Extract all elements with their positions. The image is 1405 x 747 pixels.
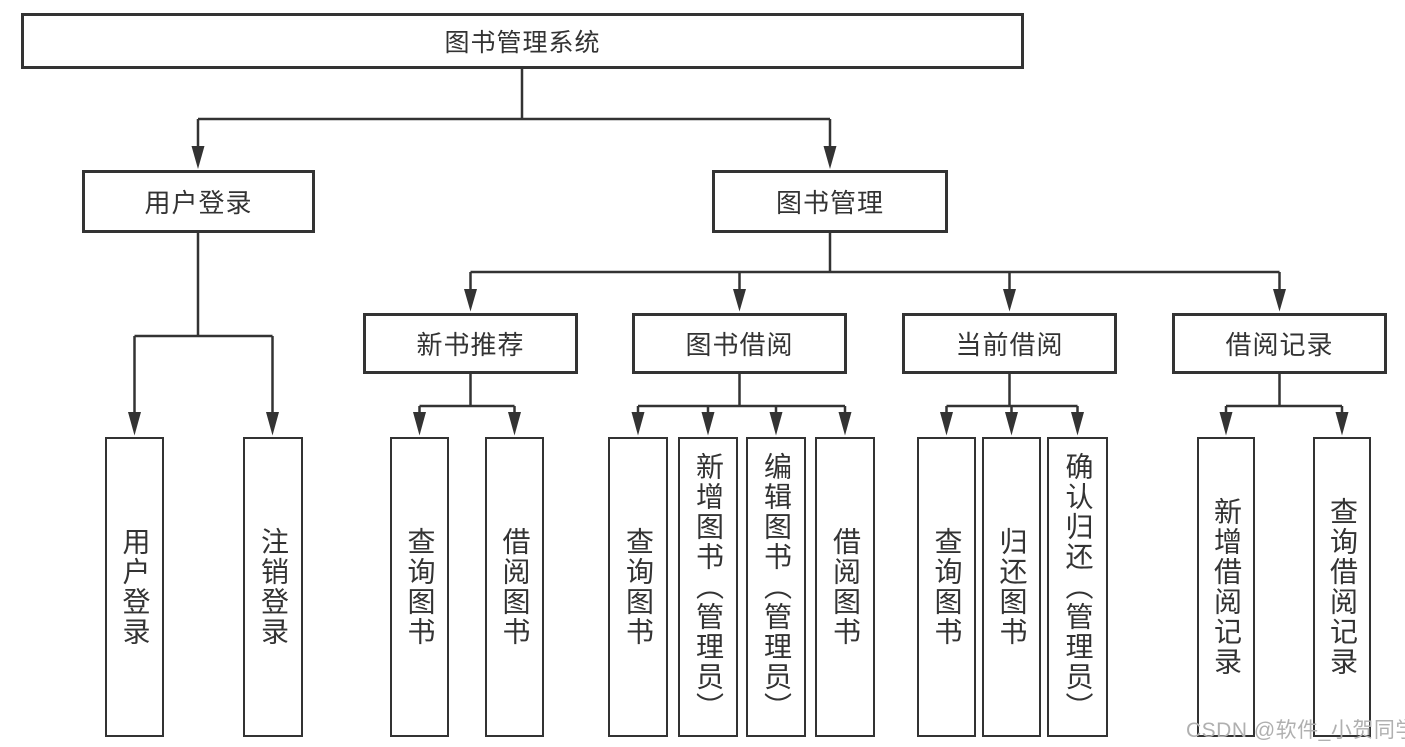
leaf-records-query-borrow-record: 查询借阅记录 xyxy=(1313,437,1371,737)
leaf-records-add-borrow-record: 新增借阅记录 xyxy=(1197,437,1255,737)
node-new-book-recommend: 新书推荐 xyxy=(363,313,578,374)
leaf-borrow-query-books: 查询图书 xyxy=(608,437,668,737)
leaf-current-confirm-return-admin: 确认归还（管理员） xyxy=(1047,437,1108,737)
leaf-current-query-books: 查询图书 xyxy=(917,437,976,737)
leaf-borrow-add-books-admin: 新增图书（管理员） xyxy=(678,437,738,737)
connector-records-to-leaves xyxy=(1219,374,1349,436)
csdn-watermark: CSDN @软件_小贺同学 xyxy=(1186,719,1405,742)
node-current-borrow: 当前借阅 xyxy=(902,313,1117,374)
node-borrow-records: 借阅记录 xyxy=(1172,313,1387,374)
node-book-borrow: 图书借阅 xyxy=(632,313,847,374)
leaf-current-return-books: 归还图书 xyxy=(982,437,1041,737)
connector-root-to-level2 xyxy=(191,69,837,169)
connector-borrow-to-leaves xyxy=(631,374,852,436)
leaf-user-login-action: 用户登录 xyxy=(105,437,164,737)
leaf-logout-action: 注销登录 xyxy=(243,437,303,737)
connector-book-mgmt-to-level3 xyxy=(464,233,1286,312)
connector-current-to-leaves xyxy=(940,374,1084,436)
connector-user-login-to-leaves xyxy=(128,233,279,436)
leaf-borrow-edit-books-admin: 编辑图书（管理员） xyxy=(746,437,806,737)
leaf-recommend-borrow-books: 借阅图书 xyxy=(485,437,544,737)
node-library-management-system: 图书管理系统 xyxy=(21,13,1024,69)
connector-recommend-to-leaves xyxy=(413,374,521,436)
leaf-recommend-query-books: 查询图书 xyxy=(390,437,449,737)
leaf-borrow-borrow-books: 借阅图书 xyxy=(815,437,875,737)
node-user-login: 用户登录 xyxy=(82,170,315,233)
node-book-management: 图书管理 xyxy=(712,170,948,233)
